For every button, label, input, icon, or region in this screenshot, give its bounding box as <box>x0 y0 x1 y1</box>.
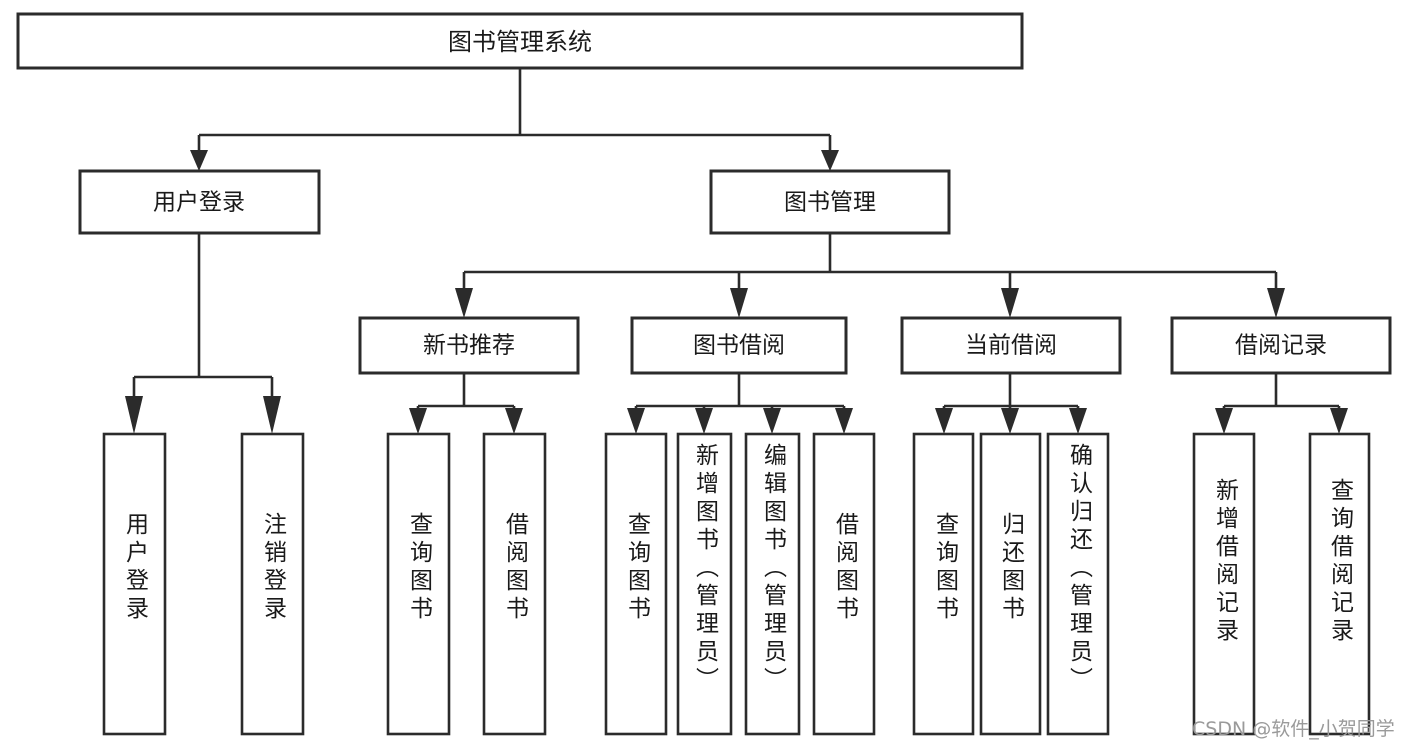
arrowhead-currentborrow-leaf-3 <box>1069 408 1087 434</box>
arrowhead-borrowrecord-leaf-2 <box>1330 408 1348 434</box>
node-leaf-box-9[interactable] <box>979 432 1042 736</box>
node-layer: 图书管理系统 用户登录 图书管理 新书推荐 图书借阅 当前借阅 借阅记录 <box>16 12 1392 736</box>
node-leaf-box-5[interactable] <box>676 432 733 736</box>
arrowhead-currentborrow-leaf-1 <box>935 408 953 434</box>
arrowhead-newbook-leaf-2 <box>505 408 523 434</box>
node-leaf-box-6[interactable] <box>744 432 801 736</box>
node-leaf-box-4[interactable] <box>604 432 668 736</box>
node-leaf-box-0[interactable] <box>102 432 167 736</box>
arrowhead-newbook-leaf-1 <box>409 408 427 434</box>
node-leaf-box-7[interactable] <box>812 432 876 736</box>
node-current-borrow-box[interactable] <box>900 316 1122 375</box>
node-user-login-label: 用户登录 <box>153 190 245 216</box>
arrowhead-currentborrow-leaf-2 <box>1001 408 1019 434</box>
node-root-box[interactable] <box>16 12 1024 70</box>
arrowhead-bookborrow-leaf-2 <box>695 408 713 434</box>
arrowhead-user-login <box>190 150 208 171</box>
node-leaf-box-3[interactable] <box>482 432 547 736</box>
node-borrow-record-box[interactable] <box>1170 316 1392 375</box>
arrowhead-bookborrow-leaf-3 <box>763 408 781 434</box>
node-borrow-record-label: 借阅记录 <box>1235 333 1327 359</box>
arrowhead-borrow-record <box>1267 288 1285 318</box>
node-user-login-box[interactable] <box>78 169 321 235</box>
node-book-manage-label: 图书管理 <box>784 190 876 216</box>
csdn-watermark: CSDN @软件_小贺同学 <box>1192 718 1395 740</box>
node-book-manage-box[interactable] <box>709 169 951 235</box>
node-leaf-box-11[interactable] <box>1192 432 1256 736</box>
arrowhead-current-borrow <box>1001 288 1019 318</box>
node-current-borrow-label: 当前借阅 <box>965 333 1057 359</box>
node-book-borrow-box[interactable] <box>630 316 848 375</box>
node-leaf-box-10[interactable] <box>1046 432 1110 736</box>
node-new-book-rec-label: 新书推荐 <box>423 333 515 359</box>
arrowhead-book-borrow <box>730 288 748 318</box>
node-book-borrow-label: 图书借阅 <box>693 333 785 359</box>
node-root-label: 图书管理系统 <box>448 28 592 56</box>
arrowhead-book-manage <box>821 150 839 171</box>
node-leaf-box-8[interactable] <box>912 432 975 736</box>
arrowhead-bookborrow-leaf-4 <box>835 408 853 434</box>
connector-layer <box>125 69 1348 434</box>
arrowhead-borrowrecord-leaf-1 <box>1215 408 1233 434</box>
arrowhead-leaf-logout <box>263 396 281 434</box>
node-leaf-box-12[interactable] <box>1308 432 1371 736</box>
arrowhead-new-book-rec <box>455 288 473 318</box>
node-new-book-rec-box[interactable] <box>358 316 580 375</box>
arrowhead-leaf-user-login <box>125 396 143 434</box>
node-leaf-box-2[interactable] <box>386 432 451 736</box>
node-leaf-box-1[interactable] <box>240 432 305 736</box>
arrowhead-bookborrow-leaf-1 <box>627 408 645 434</box>
